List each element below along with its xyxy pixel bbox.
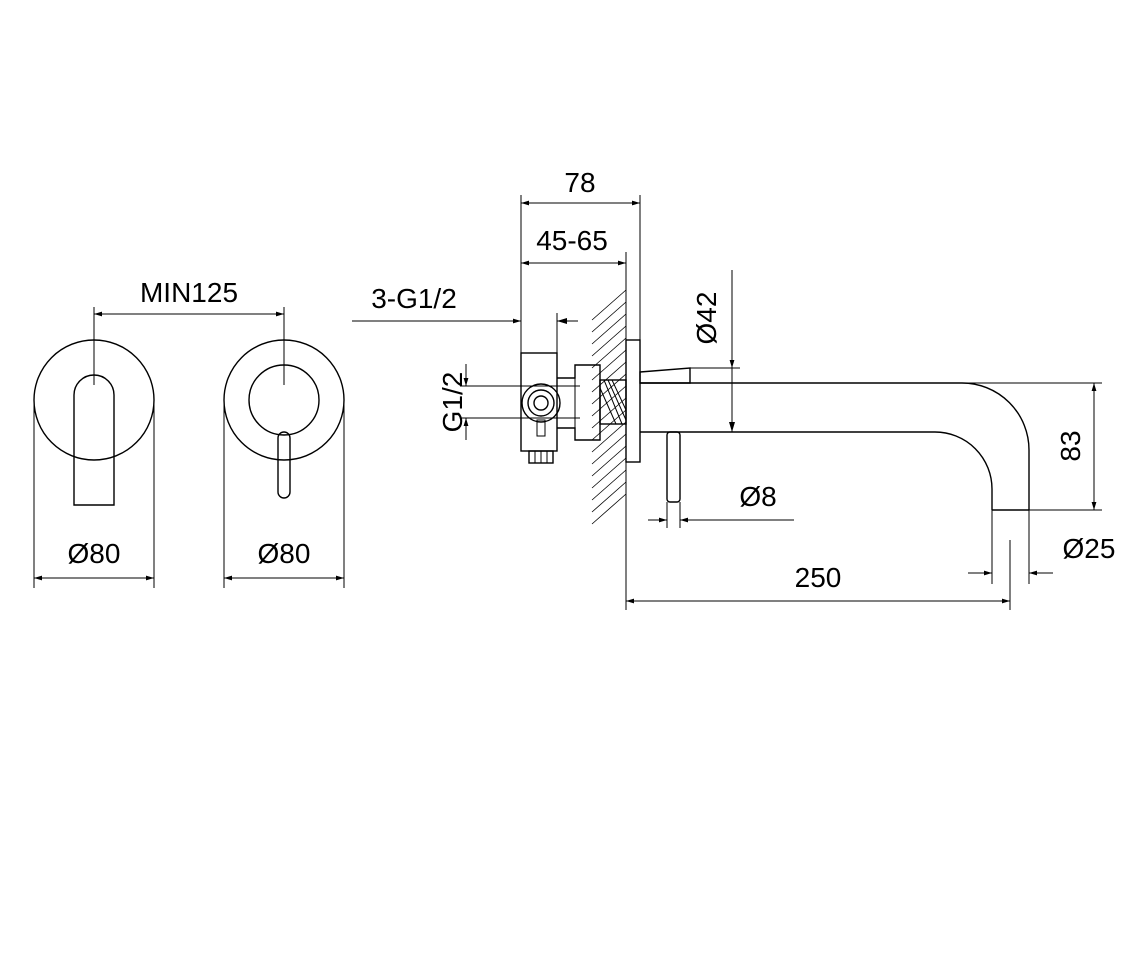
dim-depth-total: 78 [520,167,641,353]
hatch-line [591,397,627,429]
hatch-line [591,445,627,477]
label-flange-diameter: Ø42 [691,292,722,345]
label-depth-range: 45-65 [536,225,608,256]
hatch-line [591,301,627,333]
dim-min-spacing: MIN125 [93,277,285,385]
hatch-line [591,313,627,345]
dim-spout-length: 250 [625,512,1011,610]
hatch-line [591,361,627,393]
spout [640,382,1030,511]
dim-spout-diameter: Ø25 [968,510,1115,584]
valve-body [520,352,627,464]
hatch-line [591,385,627,417]
dim-flange-diameter: Ø42 [690,270,740,433]
label-spout-length: 250 [795,562,842,593]
label-thread-outlets: 3-G1/2 [371,283,457,314]
hatch-line [591,493,627,525]
label-depth-total: 78 [564,167,595,198]
hatch-line [591,433,627,465]
label-plate-right-diameter: Ø80 [258,538,311,569]
hatch-line [591,349,627,381]
hatch-line [591,481,627,513]
label-spout-diameter: Ø25 [1063,533,1116,564]
label-spout-drop: 83 [1055,430,1086,461]
dim-thread-inlet: G1/2 [437,364,580,440]
hatch-line [591,337,627,369]
dim-depth-range: 45-65 [521,225,627,295]
hatch-line [591,409,627,441]
pin-handle-shape [277,431,291,499]
label-plate-left-diameter: Ø80 [68,538,121,569]
dim-thread-outlets: 3-G1/2 [352,283,578,353]
dim-handle-diameter: Ø8 [648,481,794,528]
handle-pin [666,431,681,503]
hatch-line [591,373,627,405]
dim-plate-left: Ø80 [33,400,155,588]
wall-hatch [591,289,627,525]
label-min-spacing: MIN125 [140,277,238,308]
label-handle-diameter: Ø8 [739,481,776,512]
hatch-line [591,457,627,489]
label-thread-inlet: G1/2 [437,372,468,433]
dim-plate-right: Ø80 [223,400,345,588]
hatch-line [591,289,627,321]
hatch-line [591,469,627,501]
hatch-line [591,421,627,453]
dim-spout-drop: 83 [962,382,1102,511]
hatch-line [591,325,627,357]
lever-handle-shape [73,374,115,506]
